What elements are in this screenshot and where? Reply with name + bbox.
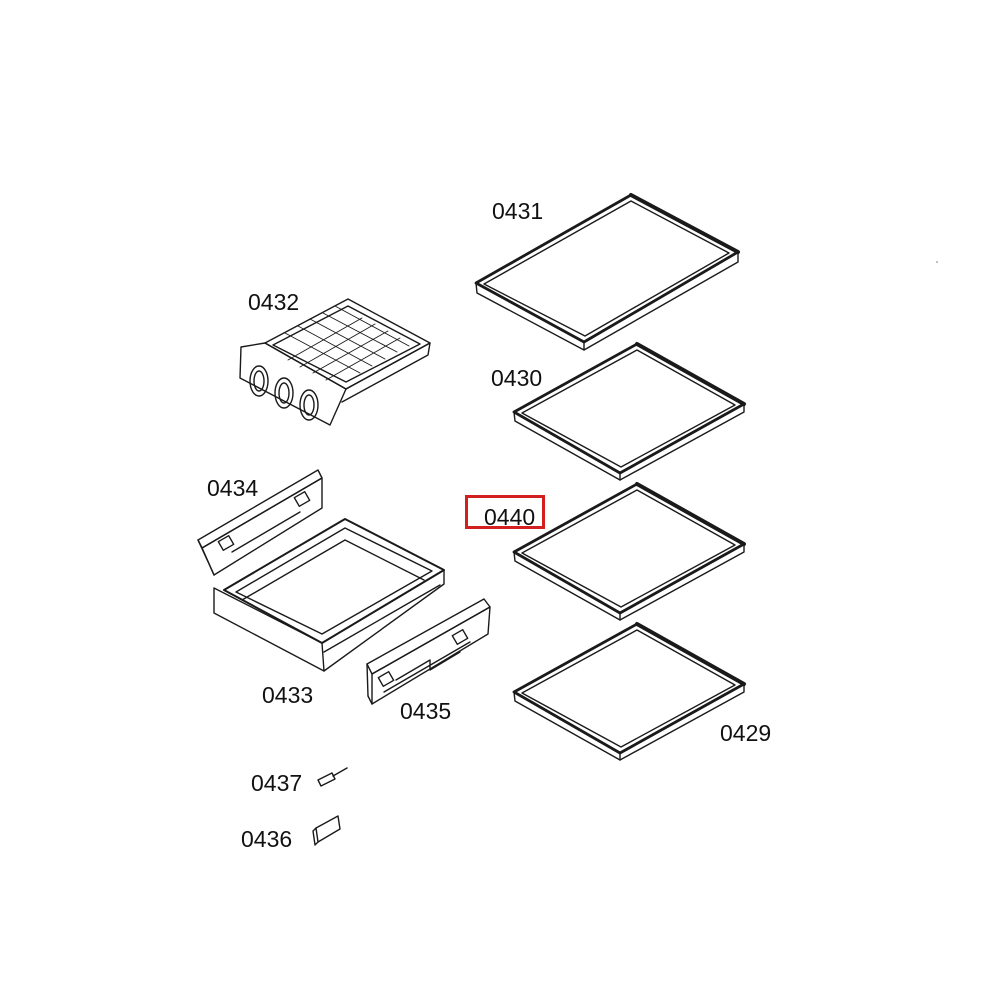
label-0436: 0436 [241,826,293,852]
shelf-0440 [512,482,746,621]
label-0433: 0433 [262,682,314,708]
shelf-0430 [512,342,746,481]
label-0432: 0432 [248,289,300,315]
label-0430: 0430 [491,365,543,391]
ice-tray-0432 [239,298,431,426]
highlight-box-0440 [465,495,545,529]
label-0440: 0440 [484,504,536,530]
drawer-0433 [213,518,445,672]
label-0429: 0429 [720,720,772,746]
shelf-0429 [512,622,746,761]
label-0437: 0437 [251,770,303,796]
clip-0436 [312,815,341,846]
rail-0434 [197,469,323,576]
shelf-0431 [474,193,740,351]
rail-0435 [366,598,491,705]
label-0431: 0431 [492,198,544,224]
speck [936,261,938,263]
label-0435: 0435 [400,698,452,724]
pin-0437 [317,767,348,787]
label-0434: 0434 [207,475,259,501]
